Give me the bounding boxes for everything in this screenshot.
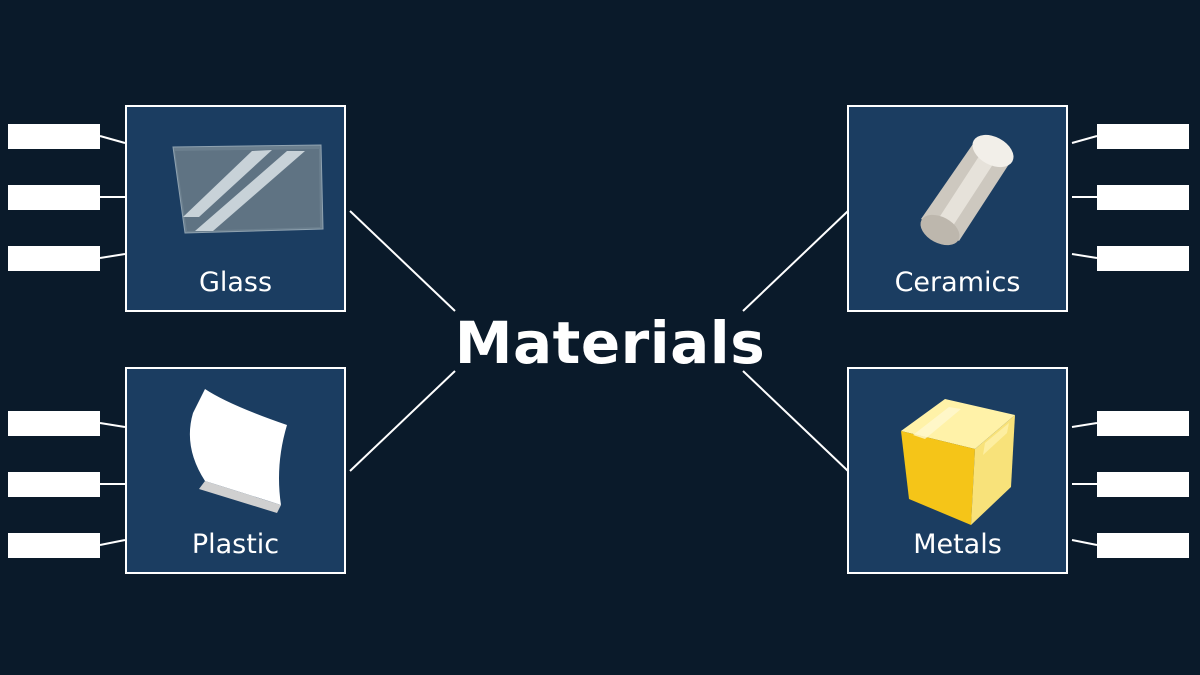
category-box-plastic[interactable]: Plastic	[125, 367, 346, 574]
slot-ceramics-3	[1097, 246, 1189, 271]
slot-metals-1	[1097, 411, 1189, 436]
connector-plastic	[349, 370, 456, 472]
ceramic-rod-icon	[920, 134, 1014, 246]
category-box-metals[interactable]: Metals	[847, 367, 1068, 574]
lead-ceramics-3	[1071, 253, 1098, 259]
lead-glass-3	[99, 253, 126, 259]
category-label-ceramics: Ceramics	[894, 267, 1021, 298]
diagram-title: Materials	[454, 309, 766, 377]
category-label-plastic: Plastic	[191, 529, 280, 560]
category-label-metals: Metals	[913, 529, 1002, 560]
metal-cube-icon	[901, 399, 1015, 525]
slot-plastic-1	[8, 411, 100, 436]
slot-glass-1	[8, 124, 100, 149]
slot-ceramics-2	[1097, 185, 1189, 210]
glass-pane-icon	[172, 144, 324, 234]
slot-glass-3	[8, 246, 100, 271]
lead-metals-3	[1071, 539, 1098, 546]
lead-plastic-3	[99, 539, 126, 546]
lead-glass-1	[99, 135, 126, 144]
slot-metals-2	[1097, 472, 1189, 497]
category-label-glass: Glass	[198, 267, 273, 298]
slot-ceramics-1	[1097, 124, 1189, 149]
connector-glass	[349, 210, 456, 312]
category-box-ceramics[interactable]: Ceramics	[847, 105, 1068, 312]
plastic-sheet-icon	[189, 389, 287, 513]
connector-metals	[742, 370, 849, 472]
lead-metals-1	[1071, 422, 1098, 428]
connector-ceramics	[742, 210, 849, 312]
slot-plastic-3	[8, 533, 100, 558]
slot-metals-3	[1097, 533, 1189, 558]
lead-ceramics-1	[1071, 135, 1098, 144]
category-box-glass[interactable]: Glass	[125, 105, 346, 312]
slot-glass-2	[8, 185, 100, 210]
lead-plastic-1	[99, 422, 126, 428]
slot-plastic-2	[8, 472, 100, 497]
